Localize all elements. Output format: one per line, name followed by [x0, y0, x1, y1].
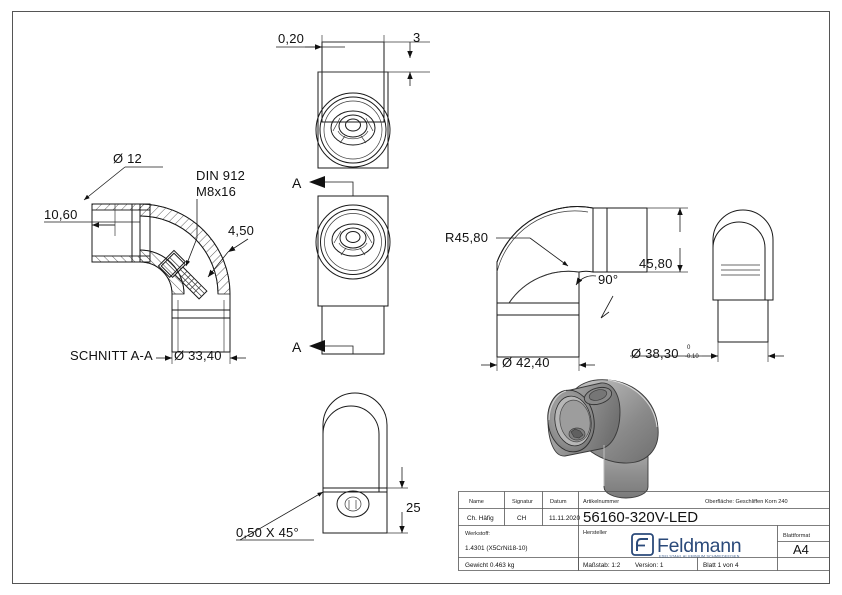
tb-sheet-count: Blatt 1 von 4	[703, 562, 739, 569]
tb-sheet-format-label: Blattformat	[783, 533, 810, 539]
side-geometry	[713, 210, 773, 342]
section-letter-a-bottom: A	[292, 339, 302, 355]
tb-value-date: 11.11.2020	[549, 515, 580, 522]
dim-wall-offset: 10,60	[44, 204, 140, 236]
tb-material-value: 1.4301 (X5CrNi18-10)	[465, 545, 528, 552]
tb-manufacturer-label: Hersteller	[583, 530, 607, 536]
tb-header-date: Datum	[550, 499, 567, 505]
dim-inner-dia-label: Ø 33,40	[174, 348, 222, 363]
tb-version: Version: 1	[635, 562, 664, 569]
feldmann-logo-subtitle: EDELSTAHL ALUMINIUM SCHMIEDEEISEN	[659, 555, 740, 559]
dim-chamfer: 0,50 X 45°	[236, 492, 323, 540]
front-geometry	[316, 196, 390, 354]
screw-din912	[161, 253, 209, 301]
feldmann-logo-icon	[632, 534, 653, 555]
dim-bore-dia: Ø 12	[84, 151, 163, 200]
dim-height: 25	[399, 467, 421, 533]
dim-wall-offset-label: 10,60	[44, 207, 78, 222]
dim-bore-dia-label: Ø 12	[113, 151, 142, 166]
top-geometry	[316, 35, 430, 168]
section-letter-a-top: A	[292, 175, 302, 191]
dim-tol-lower: -0.10	[685, 354, 699, 360]
dim-gap-label: 0,20	[278, 31, 304, 46]
dim-tube-dia: Ø 38,30 0 -0.10	[630, 342, 784, 362]
dim-bend-angle: 90°	[576, 272, 618, 287]
view-section-a-a: Ø 12 DIN 912 M8x16 10,60	[44, 151, 254, 364]
tb-weight: Gewicht 0.463 kg	[465, 562, 515, 569]
dim-thickness: 3	[407, 30, 420, 86]
tb-header-signature: Signatur	[512, 499, 533, 505]
bottom-geometry	[323, 393, 408, 533]
tb-article-number-value: 56160-320V-LED	[583, 509, 698, 526]
tb-header-surface: Oberfläche: Geschliffen Korn 240	[705, 499, 788, 505]
dim-screw-spec: DIN 912 M8x16	[186, 168, 245, 266]
section-caption: SCHNITT A-A	[70, 348, 153, 363]
view-side: Ø 38,30 0 -0.10	[630, 210, 784, 362]
view-bottom: 25 0,50 X 45°	[236, 393, 421, 540]
tb-header-name: Name	[469, 499, 484, 505]
view-elbow: R45,80 90° 45,80 Ø 42,40	[445, 207, 688, 371]
dim-screw-line2: M8x16	[196, 184, 236, 199]
dim-gap: 0,20	[276, 31, 345, 50]
view-front: A A	[292, 175, 390, 355]
elbow-geometry	[497, 207, 647, 357]
dim-radius-detail-label: 4,50	[228, 223, 254, 238]
section-mark-a-top: A	[292, 175, 353, 196]
section-mark-a-bottom: A	[292, 339, 353, 355]
tb-scale: Maßstab: 1:2	[583, 562, 621, 569]
dim-chamfer-label: 0,50 X 45°	[236, 525, 299, 540]
tb-header-article-number: Artikelnummer	[583, 499, 619, 505]
3d-isometric-render	[543, 380, 658, 498]
view-top: 0,20 3	[276, 30, 430, 168]
section-geometry	[92, 204, 230, 352]
dim-thickness-label: 3	[413, 30, 420, 45]
dim-bend-radius-label: R45,80	[445, 230, 488, 245]
dim-leg-length-label: 45,80	[639, 256, 673, 271]
tb-material-label: Werkstoff:	[465, 531, 490, 537]
tb-sheet-format-value: A4	[793, 542, 809, 557]
dim-height-label: 25	[406, 500, 421, 515]
dim-tol-upper: 0	[687, 345, 691, 351]
title-block: Name Signatur Datum Artikelnummer Oberfl…	[459, 492, 830, 571]
dim-bend-angle-label: 90°	[598, 272, 618, 287]
dim-inner-dia: Ø 33,40	[156, 348, 246, 364]
dim-radius-detail: 4,50	[208, 223, 254, 277]
dim-outer-dia-label: Ø 42,40	[502, 355, 550, 370]
feldmann-logo-text: Feldmann	[657, 535, 741, 557]
dim-screw-line1: DIN 912	[196, 168, 245, 183]
tb-value-signature: CH	[517, 515, 527, 522]
dim-leg-length: 45,80	[639, 208, 688, 272]
tb-value-name: Ch. Häfig	[467, 515, 494, 522]
dim-tube-dia-label: Ø 38,30	[631, 346, 679, 361]
sheet-frame	[13, 12, 830, 584]
dim-outer-dia: Ø 42,40	[481, 355, 595, 371]
dim-bend-radius: R45,80	[445, 230, 568, 266]
